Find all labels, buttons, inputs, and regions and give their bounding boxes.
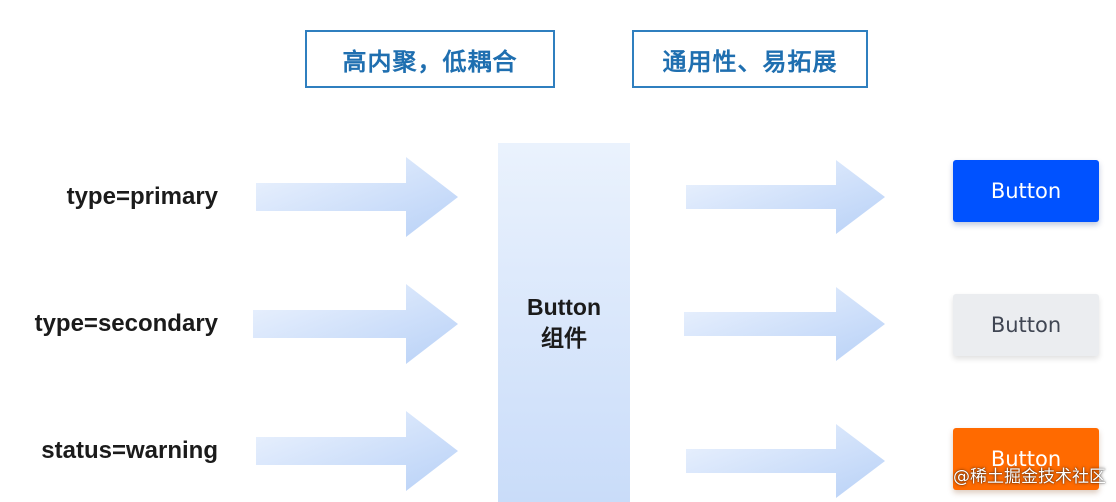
principle-high-cohesion: 高内聚，低耦合 [305, 30, 555, 88]
principle-label: 高内聚，低耦合 [342, 47, 518, 76]
input-prop-warning: status=warning [41, 437, 218, 464]
watermark: @稀土掘金技术社区 [953, 467, 1106, 487]
input-arrow-1 [256, 157, 458, 237]
output-arrow-3 [686, 424, 885, 498]
input-prop-primary: type=primary [66, 183, 218, 210]
component-suffix: 组件 [541, 325, 587, 352]
secondary-button[interactable]: Button [953, 294, 1099, 356]
output-arrow-2 [684, 287, 885, 361]
principle-extensibility: 通用性、易拓展 [632, 30, 868, 88]
input-prop-secondary: type=secondary [34, 310, 218, 337]
button-component-block: Button 组件 [498, 143, 630, 502]
input-arrow-2 [253, 284, 458, 364]
component-name: Button [526, 293, 602, 320]
warning-button[interactable]: Button [953, 428, 1099, 490]
principle-label: 通用性、易拓展 [662, 47, 838, 76]
input-arrow-3 [256, 411, 458, 491]
primary-button[interactable]: Button [953, 160, 1099, 222]
output-arrow-1 [686, 160, 885, 234]
